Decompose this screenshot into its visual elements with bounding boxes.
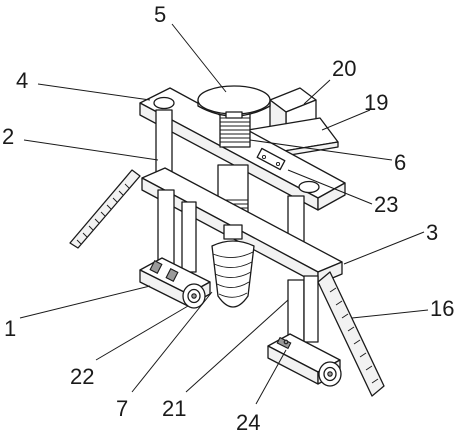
lower-legs <box>157 189 319 345</box>
label-6: 6 <box>394 150 406 175</box>
label-16: 16 <box>430 296 454 321</box>
leader-lines <box>19 23 429 405</box>
label-19: 19 <box>364 90 388 115</box>
upper-screw-column <box>219 112 251 148</box>
label-5: 5 <box>154 2 166 27</box>
label-21: 21 <box>162 396 186 421</box>
hand-wheel <box>197 85 271 119</box>
callout-labels: 5 4 2 20 19 6 23 3 16 1 22 7 21 24 <box>2 2 454 435</box>
label-2: 2 <box>2 124 14 149</box>
label-7: 7 <box>116 396 128 421</box>
label-1: 1 <box>4 316 16 341</box>
right-wheel <box>318 361 342 387</box>
label-23: 23 <box>374 192 398 217</box>
left-wheel <box>182 283 206 309</box>
left-ramp-plate <box>69 169 141 249</box>
drill-bit <box>211 224 255 308</box>
label-22: 22 <box>70 364 94 389</box>
right-ramp-plate <box>317 271 385 397</box>
label-20: 20 <box>332 56 356 81</box>
label-3: 3 <box>426 220 438 245</box>
label-24: 24 <box>236 410 260 435</box>
label-4: 4 <box>16 68 28 93</box>
